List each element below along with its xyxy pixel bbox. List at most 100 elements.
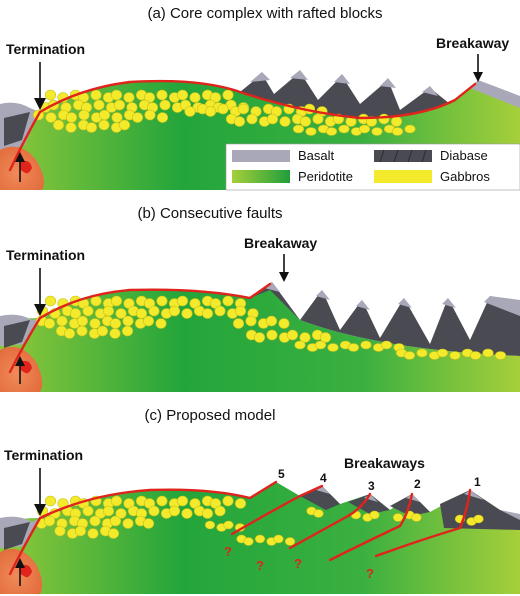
panel-a-gabbro-pebble <box>189 92 201 103</box>
magma-core-a <box>19 160 32 174</box>
panel-b-gabbro-pebble <box>82 305 94 317</box>
panel-b-gabbro-pebble <box>155 318 167 329</box>
panel-b-gabbro-pebble <box>266 329 278 341</box>
panel-a-gabbro-pebble <box>85 122 98 133</box>
panel-c-gabbro-pebble <box>87 528 99 539</box>
panel-c-gabbro-pebble <box>82 505 94 517</box>
fault-4 <box>230 484 324 536</box>
diabase-block-3 <box>348 494 390 514</box>
panel-c-gabbro-pebble <box>284 537 296 546</box>
panel-b-gabbro-pebble <box>469 351 482 360</box>
panel-c-gabbro-pebble <box>74 525 87 537</box>
fault-number-2: 2 <box>414 477 421 491</box>
legend-label-basalt: Basalt <box>298 148 335 163</box>
panel-b-gabbro-pebble <box>299 332 311 343</box>
panel-b-gabbro-pebble <box>403 351 416 360</box>
panel-a-gabbro-pebble <box>111 112 123 123</box>
termination-arrowhead-a <box>34 98 46 110</box>
panel-a-title: (a) Core complex with rafted blocks <box>147 5 382 22</box>
panel-a-gabbro-pebble <box>266 113 279 125</box>
panel-a-gabbro-pebble <box>156 89 168 101</box>
fault-number-3: 3 <box>368 479 375 493</box>
fault-number-5: 5 <box>278 467 285 481</box>
panel-b-gabbro-pebble <box>121 325 134 337</box>
panel-a-gabbro-pebble <box>123 92 135 103</box>
panel-b-gabbro-pebble <box>110 295 123 307</box>
panel-c-gabbro-pebble <box>181 508 193 519</box>
legend-label-gabbros: Gabbros <box>440 169 490 184</box>
panel-b-gabbro-pebble <box>56 315 68 327</box>
panel-c-title: (c) Proposed model <box>145 407 276 424</box>
panel-b-gabbro-pebble <box>314 340 327 350</box>
panel-b-gabbro-pebble <box>102 305 115 317</box>
diabase-blocks-a <box>240 72 475 118</box>
breakaway-label-a: Breakaway <box>436 35 509 51</box>
panel-b-gabbro-pebble <box>89 318 101 329</box>
panel-a-gabbro-pebble <box>98 109 111 121</box>
panel-b-gabbro-pebble <box>168 305 181 317</box>
panel-b-gabbro-pebble <box>76 315 89 327</box>
panel-c: (c) Proposed model 5 4 3 2 1 ? ? ? ? Ter… <box>0 407 520 594</box>
breakaway-label-b: Breakaway <box>244 235 317 251</box>
upwelling-arrowhead-a <box>15 152 25 162</box>
fault-number-1: 1 <box>474 475 481 489</box>
panel-a-gabbro-pebble <box>65 112 78 123</box>
panel-a-gabbro-pebble <box>391 127 404 136</box>
termination-label-c: Termination <box>4 447 83 463</box>
legend-swatch-basalt <box>232 150 290 162</box>
panel-b-gabbro-pebble <box>327 343 339 352</box>
breakaway-arrowhead-b <box>279 272 289 282</box>
panel-c-gabbro-pebble <box>392 513 404 522</box>
panel-c-gabbro-pebble <box>223 520 234 530</box>
panel-c-gabbro-pebble <box>115 508 127 519</box>
legend-diabase-dikes <box>379 149 427 163</box>
panel-a-gabbro-pebble <box>204 106 217 117</box>
panel-b-gabbro-pebble <box>436 348 449 358</box>
panel-a-gabbro-pebble <box>246 113 258 125</box>
detachment-fault-b <box>8 282 272 374</box>
panel-a-gabbro-pebble <box>292 124 305 134</box>
panel-b-title: (b) Consecutive faults <box>137 205 282 222</box>
panel-a-gabbro-pebble <box>52 119 65 131</box>
panel-b-gabbro-pebble <box>494 351 507 360</box>
panel-b-gabbro-pebble <box>245 315 257 327</box>
panel-c-gabbro-pebble <box>43 515 56 527</box>
panel-a-gabbro-pebble <box>176 89 189 101</box>
panel-a-gabbro-pebble <box>299 116 312 127</box>
panel-a-gabbro-pebble <box>312 113 324 125</box>
panel-c-gabbro-pebble <box>243 537 254 546</box>
panel-a-gabbro-pebble <box>338 124 350 134</box>
panel-a-gabbro-pebble <box>390 116 403 127</box>
termination-label-a: Termination <box>6 41 85 57</box>
panel-b-gabbro-pebble <box>222 295 234 307</box>
panel-a-gabbro-pebble <box>98 119 110 131</box>
unknown-mark-2: ? <box>256 558 264 573</box>
panel-b-gabbro-pebble <box>232 318 245 329</box>
breakaway-arrowhead-a <box>473 72 483 82</box>
upwelling-arrowhead-c <box>15 558 25 568</box>
panel-c-gabbro-pebble <box>369 510 380 520</box>
panel-b-gabbro-pebble <box>43 318 56 329</box>
panel-b-gabbro-pebble <box>416 348 428 358</box>
panel-a-gabbro-pebble <box>233 116 246 127</box>
panel-c-gabbro-pebble <box>110 495 123 507</box>
diabase-left-c <box>4 522 30 550</box>
panel-a-gabbro-pebble <box>209 92 222 103</box>
panel-a-gabbro-pebble <box>143 92 156 103</box>
panel-a-gabbro-pebble <box>118 119 131 131</box>
panel-a-gabbro-pebble <box>78 109 90 121</box>
legend-swatch-diabase <box>374 150 432 162</box>
panel-c-gabbro-pebble <box>201 508 214 519</box>
panel-b-gabbro-pebble <box>142 315 155 327</box>
panel-a-gabbro-pebble <box>404 124 416 134</box>
fault-2 <box>328 492 414 562</box>
diabase-left-b <box>4 320 30 348</box>
panel-c-gabbro-pebble <box>234 498 247 509</box>
panel-c-gabbro-pebble <box>204 520 216 530</box>
gabbro-cluster-b <box>35 295 507 360</box>
panel-a-gabbro-pebble <box>110 89 123 101</box>
panel-b-gabbro-pebble <box>122 315 134 327</box>
panel-c-gabbro-pebble <box>109 515 122 527</box>
panel-c-gabbro-pebble <box>102 505 115 517</box>
